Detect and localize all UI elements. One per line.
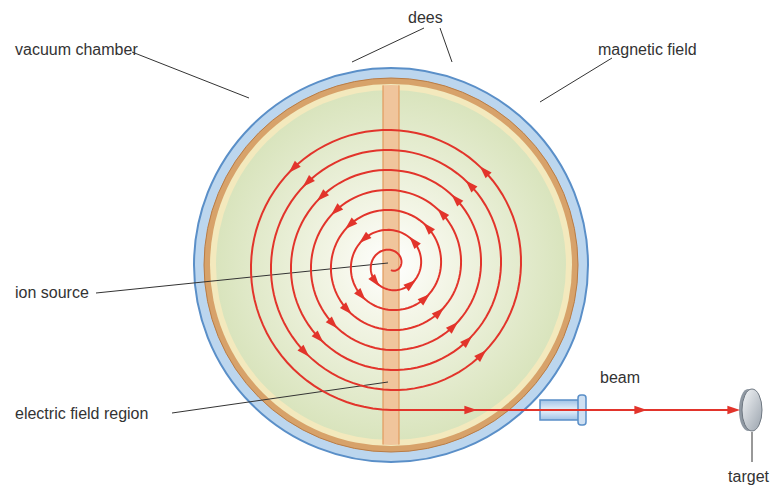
- arrowhead: [437, 209, 449, 221]
- arrowhead: [340, 302, 352, 314]
- arrowhead: [409, 237, 420, 249]
- arrowhead: [289, 161, 301, 173]
- target-disk: [739, 389, 762, 431]
- arrowhead: [354, 288, 365, 300]
- arrowhead: [331, 203, 343, 215]
- arrowhead: [418, 294, 430, 306]
- arrowhead: [403, 280, 415, 291]
- arrowhead: [317, 189, 329, 201]
- vacuum-chamber-label: vacuum chamber: [15, 40, 138, 59]
- arrowhead: [303, 175, 315, 187]
- arrowhead: [345, 217, 357, 229]
- leader-lines: [96, 28, 752, 462]
- arrowhead: [326, 316, 338, 328]
- arrowhead: [423, 223, 435, 235]
- arrowhead: [727, 406, 740, 414]
- arrowhead: [446, 322, 458, 334]
- electric-field-region-label: electric field region: [15, 404, 148, 423]
- arrowhead: [368, 274, 379, 287]
- arrowhead: [460, 336, 472, 348]
- arrowhead: [480, 166, 492, 178]
- arrowhead: [359, 232, 371, 243]
- arrowhead: [634, 406, 647, 414]
- beam-label: beam: [600, 368, 640, 387]
- spiral-path: [251, 130, 548, 410]
- ion-source-label: ion source: [15, 283, 89, 302]
- dees-label: dees: [408, 8, 443, 27]
- arrowhead: [466, 180, 478, 192]
- arrowhead: [474, 350, 486, 362]
- arrowhead: [452, 195, 464, 207]
- arrowhead: [297, 345, 309, 357]
- arrowhead: [312, 331, 324, 343]
- arrowhead: [432, 308, 444, 320]
- target-label: target: [728, 467, 769, 486]
- arrowhead: [464, 406, 477, 414]
- magnetic-field-label: magnetic field: [598, 40, 697, 59]
